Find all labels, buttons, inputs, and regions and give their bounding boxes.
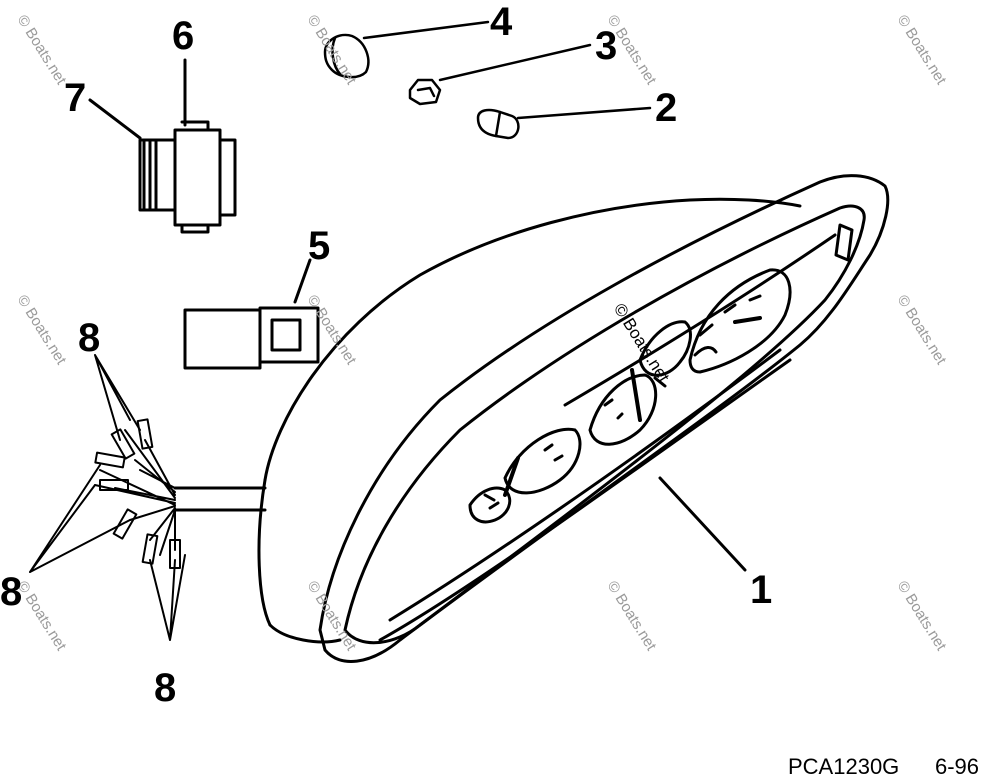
callout-8: 8 (78, 316, 101, 360)
gauge-sleeve (88, 58, 237, 234)
part-code: PCA1230G (788, 754, 900, 779)
bulb-socket (408, 43, 592, 106)
callout-6: 6 (172, 14, 195, 58)
callout-7: 7 (64, 76, 87, 120)
instrument-cluster-housing (173, 174, 890, 663)
bulb (476, 106, 652, 140)
callout-8: 8 (154, 666, 177, 710)
lens-cap (323, 20, 490, 79)
wire-connectors (29, 354, 186, 641)
date-code: 6-96 (935, 754, 980, 779)
callout-4: 4 (490, 0, 513, 44)
connector-plug (183, 258, 320, 370)
callout-8: 8 (0, 570, 23, 614)
callout-3: 3 (595, 24, 618, 68)
callout-2: 2 (655, 86, 678, 130)
leader-line-1 (658, 476, 747, 572)
callout-5: 5 (308, 224, 331, 268)
callout-1: 1 (750, 568, 773, 612)
